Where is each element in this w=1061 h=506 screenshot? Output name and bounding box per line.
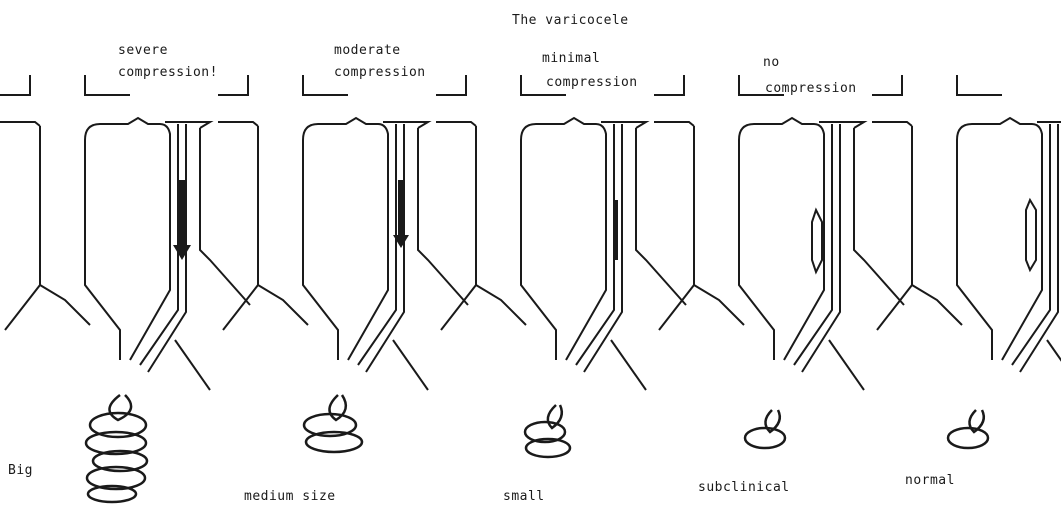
size-label-normal: normal — [905, 474, 955, 487]
size-label-big: Big — [8, 464, 33, 477]
compression-label-none-1: no — [763, 56, 780, 69]
diagram-title: The varicocele — [512, 14, 629, 27]
flow-mark-minimal — [613, 200, 618, 260]
compression-label-severe-1: severe — [118, 44, 168, 57]
compression-label-severe-2: compression! — [118, 66, 218, 79]
compression-label-moderate-1: moderate — [334, 44, 401, 57]
flow-mark-normal — [1026, 200, 1036, 270]
flow-mark-subclinical — [812, 210, 822, 272]
compression-label-minimal-2: compression — [546, 76, 638, 89]
compression-label-none-2: compression — [765, 82, 857, 95]
size-label-small: small — [503, 490, 545, 503]
reflux-arrow-severe — [173, 180, 191, 260]
compression-label-moderate-2: compression — [334, 66, 426, 79]
size-label-subclinical: subclinical — [698, 481, 790, 494]
compression-label-minimal-1: minimal — [542, 52, 600, 65]
size-label-medium: medium size — [244, 490, 336, 503]
